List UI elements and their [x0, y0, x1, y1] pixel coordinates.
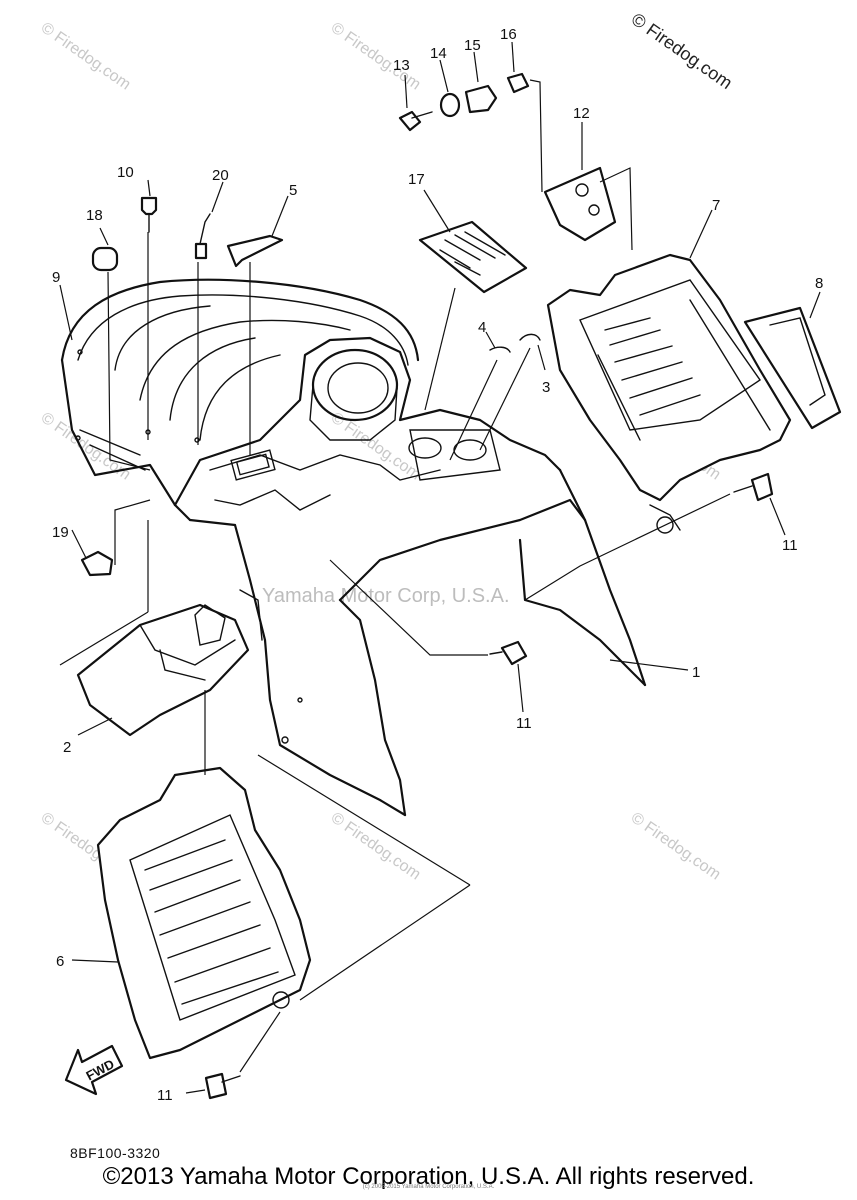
footer-copyright: ©2013 Yamaha Motor Corporation, U.S.A. A…: [102, 1163, 755, 1190]
part-17-pad: [418, 220, 528, 294]
callout-4: 4: [478, 319, 486, 336]
part-7-right-vent-cover: [546, 253, 792, 534]
leader-lines: [59, 41, 821, 1094]
callout-11-center: 11: [516, 715, 532, 732]
small-parts-top: [80, 72, 617, 577]
callout-11-bottom: 11: [157, 1087, 173, 1104]
watermark-top-right: © Firedog.com: [628, 9, 736, 93]
fwd-arrow-icon: FWD: [64, 1044, 124, 1096]
callout-12: 12: [573, 105, 590, 122]
callout-19: 19: [52, 524, 69, 541]
callout-7: 7: [712, 197, 720, 214]
bolt-11-bottom: [204, 1072, 228, 1100]
part-1-front-fender: [173, 336, 647, 817]
part-4-clip: [489, 346, 511, 353]
part-12-bracket: [543, 166, 617, 242]
part-8-right-pad: [743, 306, 842, 430]
part-20-clip: [194, 242, 208, 260]
part-10-screw: [140, 196, 158, 216]
callout-15: 15: [464, 37, 481, 54]
callout-6: 6: [56, 953, 64, 970]
bolts-11: [204, 472, 774, 1100]
callout-17: 17: [408, 171, 425, 188]
part-13-bolt: [398, 110, 422, 132]
watermark-yamaha: Yamaha Motor Corp, U.S.A.: [262, 585, 510, 607]
part-15-collar: [464, 84, 498, 114]
callout-1: 1: [692, 664, 700, 681]
callout-20: 20: [212, 167, 229, 184]
callout-16: 16: [500, 26, 517, 43]
part-9-curved-cover: [60, 278, 420, 522]
callout-3: 3: [542, 379, 550, 396]
small-parts-top-left: [91, 196, 284, 272]
part-2-bracket-cover: [76, 603, 250, 737]
callout-13: 13: [393, 57, 410, 74]
part-3-clip: [519, 333, 541, 341]
bolt-11-right: [750, 472, 774, 502]
part-19-clip: [80, 550, 114, 577]
watermark-low-mid: © Firedog.com: [328, 809, 424, 883]
watermark-top-left: © Firedog.com: [38, 19, 134, 93]
callout-layer: 1 2 3 4 5 6 7 8 9 10 11 11 11 12 13 14 1…: [52, 26, 823, 1104]
bolt-11-center: [500, 640, 528, 666]
callout-2: 2: [63, 739, 71, 756]
part-5-pad: [226, 234, 284, 268]
small-copyright: (c) 2005-2015 Yamaha Motor Corporation, …: [362, 1184, 495, 1190]
callout-11-right: 11: [782, 537, 798, 554]
part-16-bush: [506, 72, 530, 94]
callout-10: 10: [117, 164, 134, 181]
watermark-low-right: © Firedog.com: [628, 809, 724, 883]
part-18-grommet: [91, 246, 119, 272]
callout-8: 8: [815, 275, 823, 292]
part-14-washer: [439, 92, 461, 118]
callout-14: 14: [430, 45, 447, 62]
part-6-left-vent-cover: [96, 766, 312, 1060]
callout-18: 18: [86, 207, 103, 224]
drawing-code: 8BF100-3320: [70, 1145, 161, 1161]
callout-5: 5: [289, 182, 297, 199]
callout-9: 9: [52, 269, 60, 286]
